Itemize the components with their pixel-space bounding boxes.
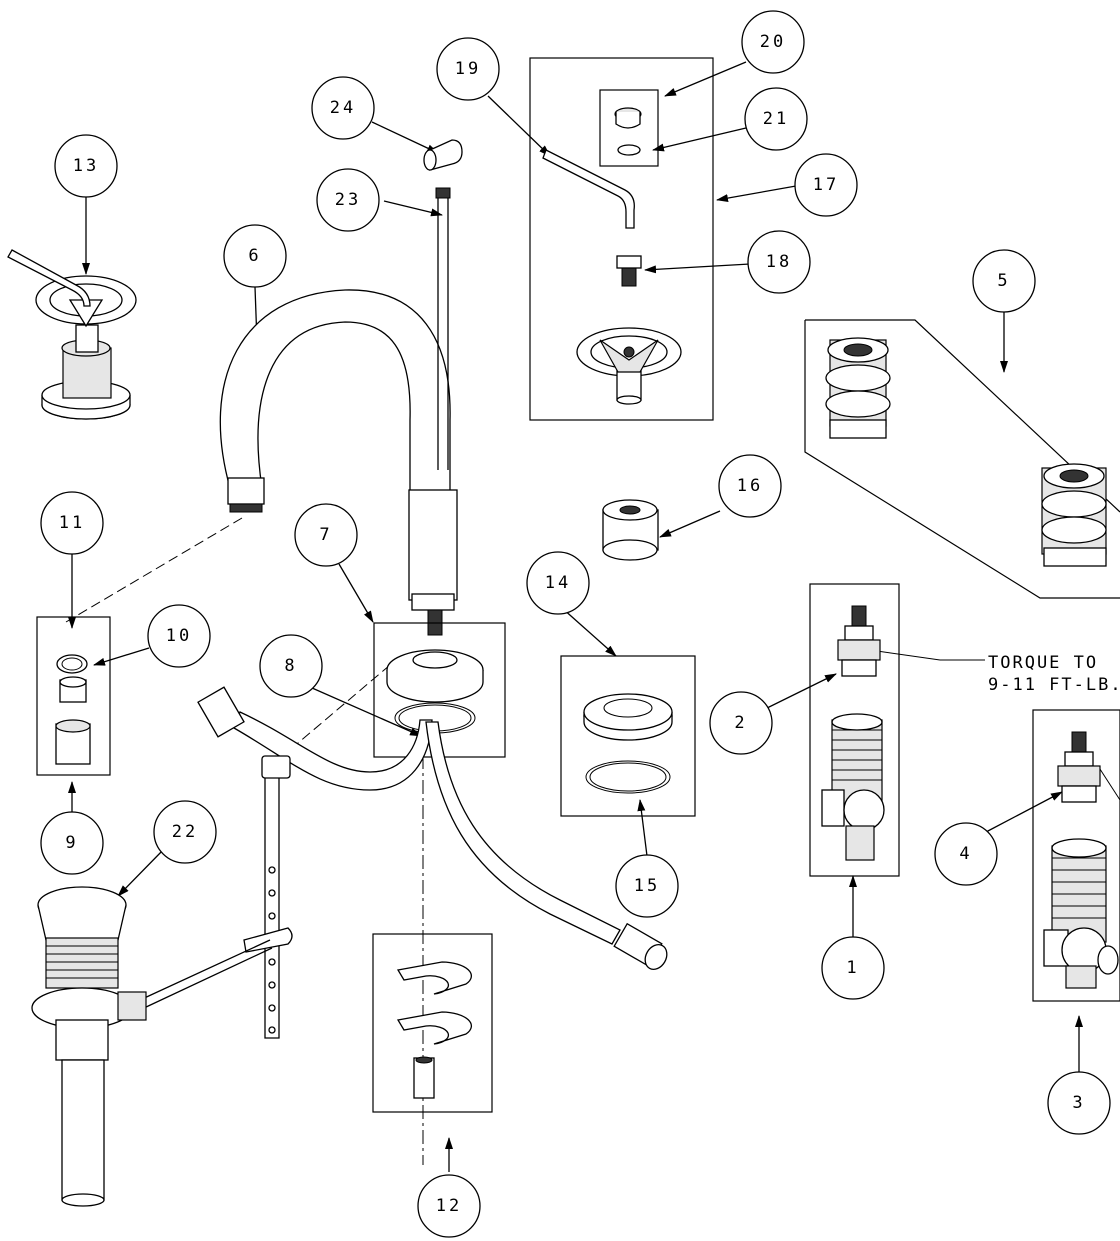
- pin-24: [423, 139, 463, 171]
- aerator-kit-9-10-11: [36, 616, 111, 776]
- callout-16-label: 16: [737, 476, 763, 496]
- callout-22-label: 22: [172, 822, 198, 842]
- callout-3-label: 3: [1072, 1093, 1085, 1113]
- spout-6: [219, 187, 458, 636]
- callout-12: 12: [417, 1174, 481, 1238]
- callout-4-label: 4: [959, 844, 972, 864]
- callout-14-label: 14: [545, 573, 571, 593]
- callout-4: 4: [934, 822, 998, 886]
- callout-9: 9: [40, 811, 104, 875]
- callout-19: 19: [436, 37, 500, 101]
- callout-8: 8: [259, 634, 323, 698]
- handle-assembly-13: [7, 249, 137, 420]
- torque-note-line2: 9-11 FT-LB.: [988, 675, 1120, 695]
- callout-13: 13: [54, 134, 118, 198]
- callout-24-label: 24: [330, 98, 356, 118]
- callout-20: 20: [741, 10, 805, 74]
- mounting-kit-7-8: [373, 622, 506, 758]
- callout-22: 22: [153, 800, 217, 864]
- leader-lines: [68, 61, 1120, 1172]
- callout-12-label: 12: [436, 1196, 462, 1216]
- valve-assembly-3-4: [1032, 709, 1120, 1002]
- callout-9-label: 9: [65, 833, 78, 853]
- callout-1: 1: [821, 936, 885, 1000]
- lift-rod-strap: [139, 755, 293, 1039]
- callout-3: 3: [1047, 1071, 1111, 1135]
- callout-24: 24: [311, 76, 375, 140]
- callout-16: 16: [718, 454, 782, 518]
- callout-5: 5: [972, 249, 1036, 313]
- clamp-kit-12: [372, 933, 493, 1113]
- callout-20-label: 20: [760, 32, 786, 52]
- callout-11: 11: [40, 491, 104, 555]
- callout-18: 18: [747, 230, 811, 294]
- callout-18-label: 18: [766, 252, 792, 272]
- torque-note: TORQUE TO 9-11 FT-LB.: [988, 653, 1120, 695]
- callout-5-label: 5: [997, 271, 1010, 291]
- callout-7: 7: [294, 503, 358, 567]
- callout-15-label: 15: [634, 876, 660, 896]
- callout-8-label: 8: [284, 656, 297, 676]
- mounting-hardware-5: [804, 319, 1120, 599]
- callout-15: 15: [615, 854, 679, 918]
- callout-23-label: 23: [335, 190, 361, 210]
- callout-7-label: 7: [319, 525, 332, 545]
- handle-kit-17: [529, 57, 714, 421]
- callout-2: 2: [709, 691, 773, 755]
- callout-1-label: 1: [846, 958, 859, 978]
- supply-hoses: [197, 686, 668, 970]
- callout-6: 6: [223, 224, 287, 288]
- callout-19-label: 19: [455, 59, 481, 79]
- callout-2-label: 2: [734, 713, 747, 733]
- callout-14: 14: [526, 551, 590, 615]
- callout-23: 23: [316, 168, 380, 232]
- callout-11-label: 11: [59, 513, 85, 533]
- torque-note-line1: TORQUE TO: [988, 653, 1098, 673]
- spacer-16: [602, 499, 659, 561]
- escutcheon-kit-14-15: [560, 655, 696, 817]
- callout-10-label: 10: [166, 626, 192, 646]
- callout-13-label: 13: [73, 156, 99, 176]
- callout-21: 21: [744, 87, 808, 151]
- valve-assembly-1-2: [809, 583, 900, 877]
- callout-10: 10: [147, 604, 211, 668]
- callout-21-label: 21: [763, 109, 789, 129]
- callout-17-label: 17: [813, 175, 839, 195]
- drain-assembly-22: [31, 886, 147, 1207]
- callout-6-label: 6: [248, 246, 261, 266]
- callout-17: 17: [794, 153, 858, 217]
